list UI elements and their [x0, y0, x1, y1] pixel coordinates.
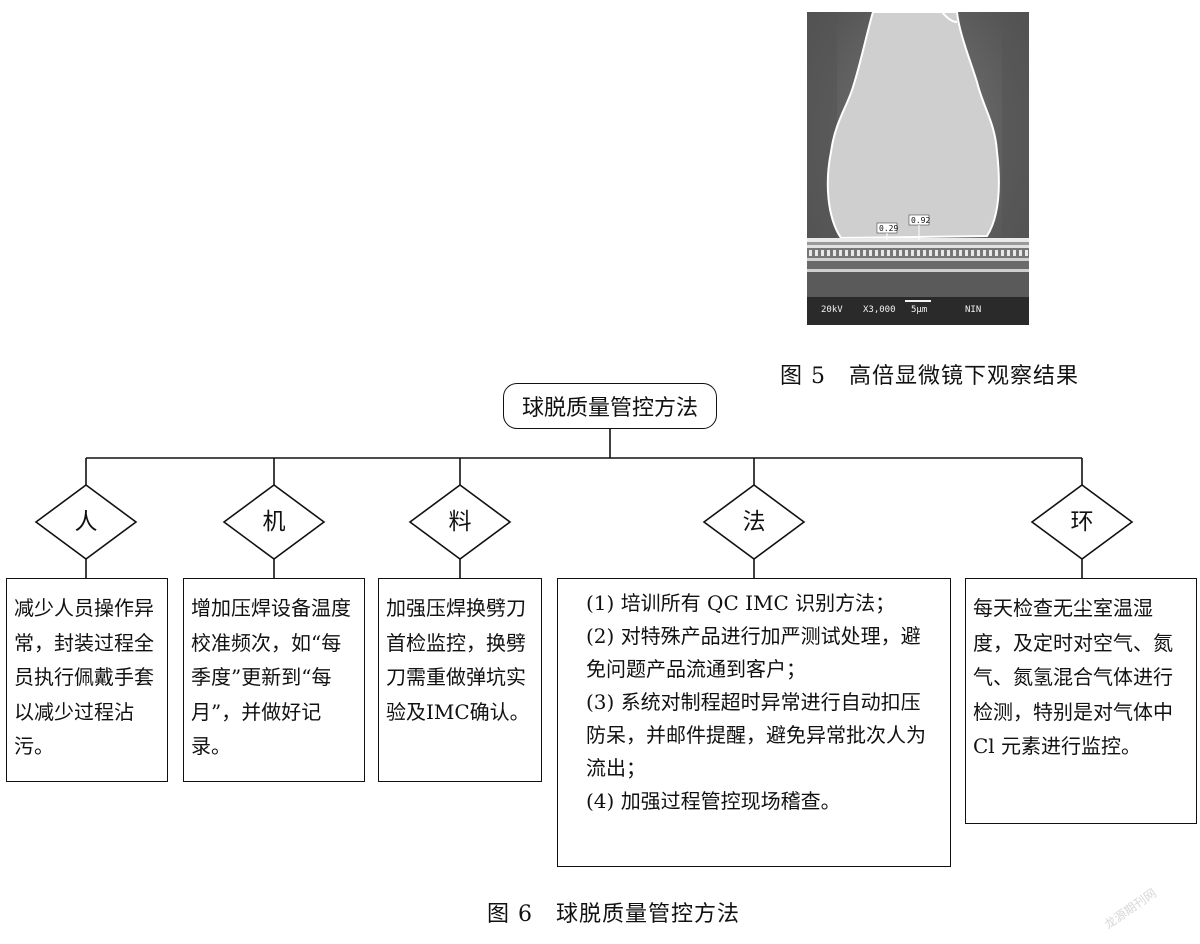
sem-pad-tick [869, 250, 872, 256]
sem-pad-tick [863, 250, 866, 256]
sem-magnification: X3,000 [863, 305, 896, 315]
sem-pad-tick [965, 250, 968, 256]
leaf-huan: 每天检查无尘室温湿度，及定时对空气、氮气、氮氢混合气体进行检测，特别是对气体中 … [965, 578, 1197, 824]
sem-pad-tick [971, 250, 974, 256]
sem-pad-tick [917, 250, 920, 256]
leaf-liao-text: 加强压焊换劈刀首检监控，换劈刀需重做弹坑实验及IMC确认。 [386, 596, 530, 724]
sem-pad-tick [1001, 250, 1004, 256]
sem-pad-tick [1025, 250, 1028, 256]
sem-pad-tick [1013, 250, 1016, 256]
sem-pad-tick [893, 250, 896, 256]
sem-micrograph: 0.29 0.92 20kV X3,000 5μm NIN [807, 12, 1029, 325]
sem-pad-tick [989, 250, 992, 256]
leaf-ren-text: 减少人员操作异常，封装过程全员执行佩戴手套以减少过程沾污。 [14, 596, 154, 758]
figure-5-caption: 图 5 高倍显微镜下观察结果 [780, 364, 1079, 389]
figure-6-caption: 图 6 球脱质量管控方法 [487, 902, 740, 927]
sem-pad-tick [821, 250, 824, 256]
leaf-fa-item-1: (1) 培训所有 QC IMC 识别方法； [586, 591, 896, 615]
sem-pad-tick [995, 250, 998, 256]
sem-pad-tick [935, 250, 938, 256]
branch-label-fa: 法 [742, 509, 766, 535]
sem-pad-tick [845, 250, 848, 256]
sem-pad-tick [929, 250, 932, 256]
leaf-ji: 增加压焊设备温度校准频次，如“每季度”更新到“每月”，并做好记录。 [183, 578, 365, 782]
leaf-huan-text: 每天检查无尘室温湿度，及定时对空气、氮气、氮氢混合气体进行检测，特别是对气体中 … [973, 596, 1173, 758]
sem-pad-tick [983, 250, 986, 256]
sem-pad-tick [827, 250, 830, 256]
branch-label-liao: 料 [448, 509, 472, 535]
branch-label-ren: 人 [74, 509, 98, 535]
sem-pad-tick [887, 250, 890, 256]
leaf-fa-item-3: (3) 系统对制程超时异常进行自动扣压防呆，并邮件提醒，避免异常批次人为流出； [586, 690, 926, 780]
sem-pad-tick [977, 250, 980, 256]
leaf-ji-text: 增加压焊设备温度校准频次，如“每季度”更新到“每月”，并做好记录。 [191, 596, 351, 758]
sem-pad-tick [851, 250, 854, 256]
sem-pad-tick [815, 250, 818, 256]
sem-pad-tick [899, 250, 902, 256]
leaf-fa-item-2: (2) 对特殊产品进行加严测试处理，避免问题产品流通到客户； [586, 624, 921, 681]
sem-code: NIN [965, 305, 981, 315]
sem-scale: 5μm [911, 305, 927, 315]
sem-pad-tick [857, 250, 860, 256]
sem-pad-tick [881, 250, 884, 256]
sem-pad-tick [809, 250, 812, 256]
sem-pad-tick [959, 250, 962, 256]
branch-label-huan: 环 [1070, 509, 1094, 535]
leaf-liao: 加强压焊换劈刀首检监控，换劈刀需重做弹坑实验及IMC确认。 [378, 578, 542, 782]
sem-pad-tick [923, 250, 926, 256]
leaf-fa: (1) 培训所有 QC IMC 识别方法； (2) 对特殊产品进行加严测试处理，… [557, 578, 951, 867]
leaf-ren: 减少人员操作异常，封装过程全员执行佩戴手套以减少过程沾污。 [6, 578, 168, 782]
sem-pad-tick [911, 250, 914, 256]
measurement-label-1: 0.29 [879, 224, 898, 233]
sem-pad-tick [905, 250, 908, 256]
leaf-fa-item-4: (4) 加强过程管控现场稽查。 [586, 789, 841, 813]
sem-pad-tick [1019, 250, 1022, 256]
branch-label-ji: 机 [262, 509, 286, 535]
sem-pad-tick [1007, 250, 1010, 256]
sem-pad-tick [941, 250, 944, 256]
sem-pad-tick [839, 250, 842, 256]
sem-pad-tick [833, 250, 836, 256]
sem-pad-tick [875, 250, 878, 256]
sem-pad-tick [953, 250, 956, 256]
sem-voltage: 20kV [821, 305, 843, 315]
measurement-label-2: 0.92 [911, 216, 930, 225]
sem-pad-tick [947, 250, 950, 256]
root-node: 球脱质量管控方法 [503, 383, 717, 429]
